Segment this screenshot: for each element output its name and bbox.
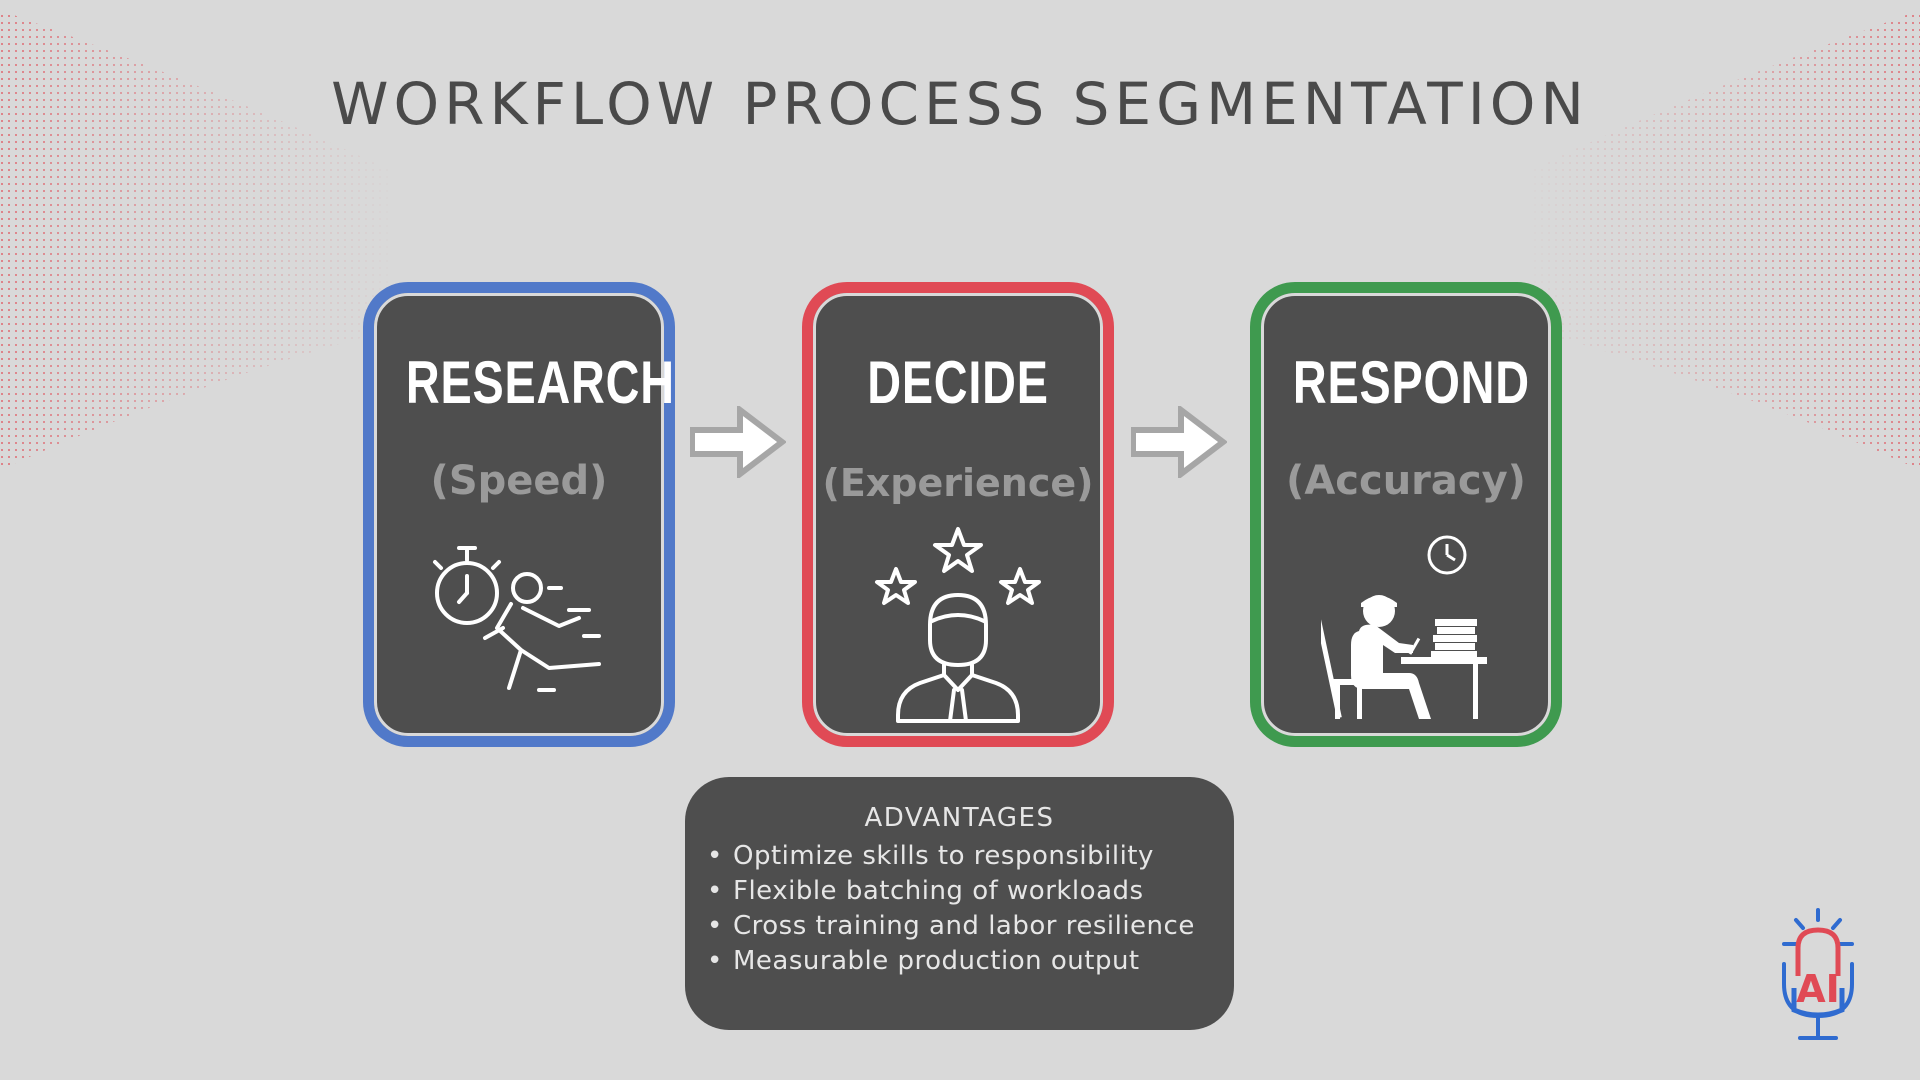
logo-text: AI xyxy=(1796,967,1840,1011)
advantages-heading: ADVANTAGES xyxy=(864,803,1055,833)
list-item: Cross training and labor resilience xyxy=(707,909,1234,944)
stage-card-respond: RESPOND (Accuracy) xyxy=(1250,282,1562,747)
stage-title: RESEARCH xyxy=(405,349,675,416)
stage-card-decide: DECIDE (Experience) xyxy=(802,282,1114,747)
arrow-right-icon xyxy=(1131,406,1227,478)
stage-card-research: RESEARCH (Speed) xyxy=(363,282,675,747)
card-inner-border xyxy=(813,293,1103,736)
stage-title: DECIDE xyxy=(867,349,1049,416)
stage-subtitle: (Experience) xyxy=(822,461,1094,505)
list-item: Optimize skills to responsibility xyxy=(707,839,1234,874)
stage-subtitle: (Speed) xyxy=(430,458,608,504)
list-item: Measurable production output xyxy=(707,944,1234,979)
list-item: Flexible batching of workloads xyxy=(707,874,1234,909)
advantages-panel: ADVANTAGES Optimize skills to responsibi… xyxy=(685,777,1234,1030)
card-inner-border xyxy=(374,293,664,736)
card-inner-border xyxy=(1261,293,1551,736)
running-stopwatch-icon xyxy=(433,546,601,692)
arrow-right-icon xyxy=(690,406,786,478)
person-stars-icon xyxy=(875,527,1041,723)
advantages-list: Optimize skills to responsibility Flexib… xyxy=(707,839,1234,979)
page-title: WORKFLOW PROCESS SEGMENTATION xyxy=(331,70,1589,138)
person-desk-clock-icon xyxy=(1321,535,1487,719)
stage-subtitle: (Accuracy) xyxy=(1286,458,1526,504)
stage-title: RESPOND xyxy=(1292,349,1530,416)
podcast-mic-logo-icon: AI xyxy=(1782,908,1854,1040)
